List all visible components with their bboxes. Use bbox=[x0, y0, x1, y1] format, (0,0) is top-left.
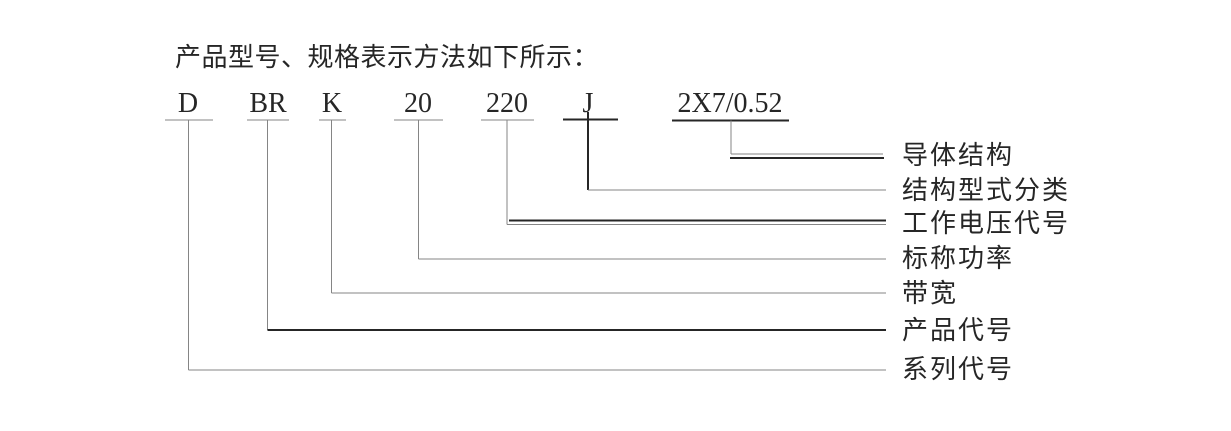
label-voltage-code: 工作电压代号 bbox=[902, 208, 1071, 238]
label-series-code: 系列代号 bbox=[902, 354, 1015, 384]
leader-rated-power bbox=[394, 119, 886, 260]
code-K: K bbox=[321, 88, 343, 119]
code-20: 20 bbox=[404, 88, 432, 119]
leader-voltage-code bbox=[481, 119, 886, 226]
label-structure-type: 结构型式分类 bbox=[902, 175, 1071, 205]
label-product-code: 产品代号 bbox=[902, 315, 1015, 345]
code-J: J bbox=[582, 88, 594, 119]
leader-structure-type bbox=[563, 112, 886, 191]
code-conductor-spec: 2X7/0.52 bbox=[677, 88, 783, 119]
leader-tape-width bbox=[319, 119, 886, 294]
label-conductor-structure: 导体结构 bbox=[902, 140, 1015, 170]
page-title: 产品型号、规格表示方法如下所示： bbox=[175, 42, 600, 72]
label-rated-power: 标称功率 bbox=[902, 243, 1015, 273]
leader-series-code bbox=[165, 119, 886, 371]
code-BR: BR bbox=[249, 88, 287, 119]
label-tape-width: 带宽 bbox=[902, 278, 959, 308]
code-D: D bbox=[177, 88, 199, 119]
code-220: 220 bbox=[486, 88, 528, 119]
leader-product-code bbox=[247, 119, 886, 331]
leader-conductor-structure bbox=[672, 119, 884, 159]
